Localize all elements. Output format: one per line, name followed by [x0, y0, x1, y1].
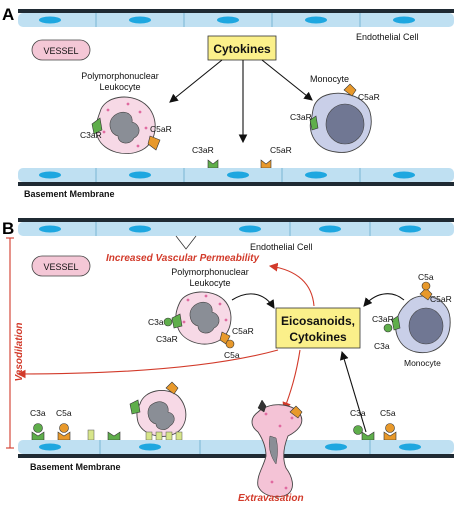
panel-a-letter: A — [2, 5, 14, 24]
panel-a-top-endothelium — [18, 9, 454, 27]
panel-a-pmn-c3ar-label: C3aR — [80, 130, 102, 140]
panel-a-cytokines-box: Cytokines — [207, 35, 277, 61]
panel-b-mediators-line1: Eicosanoids, — [281, 314, 355, 328]
panel-b-mediators-line2: Cytokines — [289, 330, 347, 344]
panel-a-pmn-label-line2: Leukocyte — [99, 82, 140, 92]
panel-b-adherent-c3ar — [129, 399, 141, 415]
panel-a-pmn-c5ar-label: C5aR — [150, 124, 172, 134]
panel-a-soluble-c3ar — [207, 159, 219, 169]
panel-b-pmn-label-line1: Polymorphonuclear — [171, 267, 249, 277]
panel-b-extravasating-cell — [251, 404, 303, 498]
panel-b-pmn-label-line2: Leukocyte — [189, 278, 230, 288]
panel-b-pmn-c5a-ligand — [225, 339, 235, 349]
panel-b-pmn-cell — [175, 291, 232, 345]
panel-b-arrow-monocyte-to-mediators — [363, 293, 405, 307]
panel-b-pmn-c5ar-label: C5aR — [232, 326, 254, 336]
panel-b-monocyte-c3ar-label: C3aR — [372, 314, 394, 324]
panel-a-vessel-tag: VESSEL — [31, 39, 91, 61]
panel-a-pmn-cell — [95, 96, 156, 154]
panel-b-mediators-box: Eicosanoids, Cytokines — [275, 307, 361, 349]
panel-b-arrow-complement-to-mediators — [339, 350, 367, 433]
panel-a-monocyte-label: Monocyte — [310, 74, 349, 84]
panel-b-monocyte-c3a-ligand — [383, 323, 393, 333]
panel-b-pmn-c3ar-receptor — [171, 313, 183, 329]
panel-b-vasodilation-bracket — [6, 237, 14, 449]
panel-b-endothelial-gap — [175, 235, 197, 250]
panel-b-left-c3a-label: C3a — [30, 408, 46, 418]
panel-b-monocyte-label: Monocyte — [404, 358, 441, 368]
panel-b-right-c3a-label: C3a — [350, 408, 366, 418]
panel-b-left-c5a-label: C5a — [56, 408, 72, 418]
panel-b-pmn-c3a-ligand — [163, 317, 173, 327]
panel-a-soluble-c3ar-label: C3aR — [192, 145, 214, 155]
panel-a-soluble-c5ar — [260, 159, 272, 169]
panel-a-endothelial-cell-label: Endothelial Cell — [356, 32, 419, 42]
panel-b-monocyte-c3a-label: C3a — [374, 341, 390, 351]
panel-b-vessel-label: VESSEL — [43, 262, 78, 272]
panel-b-permeability-label: Increased Vascular Permeability — [106, 253, 259, 264]
panel-a-monocyte-c5ar-receptor — [343, 83, 357, 97]
panel-a-pmn-c5ar-receptor — [147, 135, 161, 151]
panel-b-adhesion-molecules — [87, 429, 183, 441]
panel-b-monocyte-c5a-ligand — [421, 281, 431, 291]
panel-a-cytokine-arrows — [169, 59, 313, 144]
panel-b-right-c5a-label: C5a — [380, 408, 396, 418]
panel-b-letter: B — [2, 219, 14, 238]
panel-a-vessel-label: VESSEL — [43, 46, 78, 56]
panel-b-top-endothelium — [18, 218, 454, 236]
panel-b-extravasation-label: Extravasation — [238, 493, 304, 504]
panel-a-monocyte-c3ar-label: C3aR — [290, 112, 312, 122]
panel-a-monocyte-c3ar-receptor — [309, 115, 319, 131]
panel-a-bottom-endothelium — [18, 168, 454, 186]
panel-a-cytokines-label: Cytokines — [213, 42, 271, 56]
panel-b-left-complement-pair — [31, 423, 121, 441]
panel-a-monocyte-cell — [309, 92, 372, 153]
panel-b-monocyte-c5a-label: C5a — [418, 272, 434, 282]
panel-b-monocyte-c5ar-label: C5aR — [430, 294, 452, 304]
panel-b-bottom-endothelium — [18, 440, 454, 458]
panel-b-adherent-c5ar — [165, 381, 179, 395]
panel-b-monocyte-cell — [395, 295, 451, 354]
panel-b-pmn-c5a-label: C5a — [224, 350, 240, 360]
panel-b-monocyte-c5ar-receptor — [419, 287, 433, 301]
panel-b-adherent-pmn — [136, 389, 187, 437]
panel-a-pmn-c3ar-receptor — [91, 117, 103, 135]
panel-b-pmn-c3a-label: C3a — [148, 317, 164, 327]
panel-a-soluble-c5ar-label: C5aR — [270, 145, 292, 155]
panel-b-right-complement-pair — [353, 423, 397, 441]
panel-b-extravasating-receptor-orange — [289, 405, 303, 419]
panel-b-monocyte-c3ar-receptor — [391, 315, 401, 331]
panel-b-extravasating-receptor-dark — [257, 399, 267, 413]
panel-a-basement-membrane-label: Basement Membrane — [24, 189, 115, 199]
panel-b-pmn-c3ar-label: C3aR — [156, 334, 178, 344]
panel-b-endothelial-cell-label: Endothelial Cell — [250, 242, 313, 252]
panel-a-monocyte-c5ar-label: C5aR — [358, 92, 380, 102]
panel-b-arrow-pmn-to-mediators — [231, 293, 275, 309]
panel-b-vessel-tag: VESSEL — [31, 255, 91, 277]
panel-a-pmn-label-line1: Polymorphonuclear — [81, 71, 159, 81]
panel-b-vasodilation-label: Vasodilation — [14, 322, 25, 381]
panel-b-basement-membrane-label: Basement Membrane — [30, 462, 121, 472]
